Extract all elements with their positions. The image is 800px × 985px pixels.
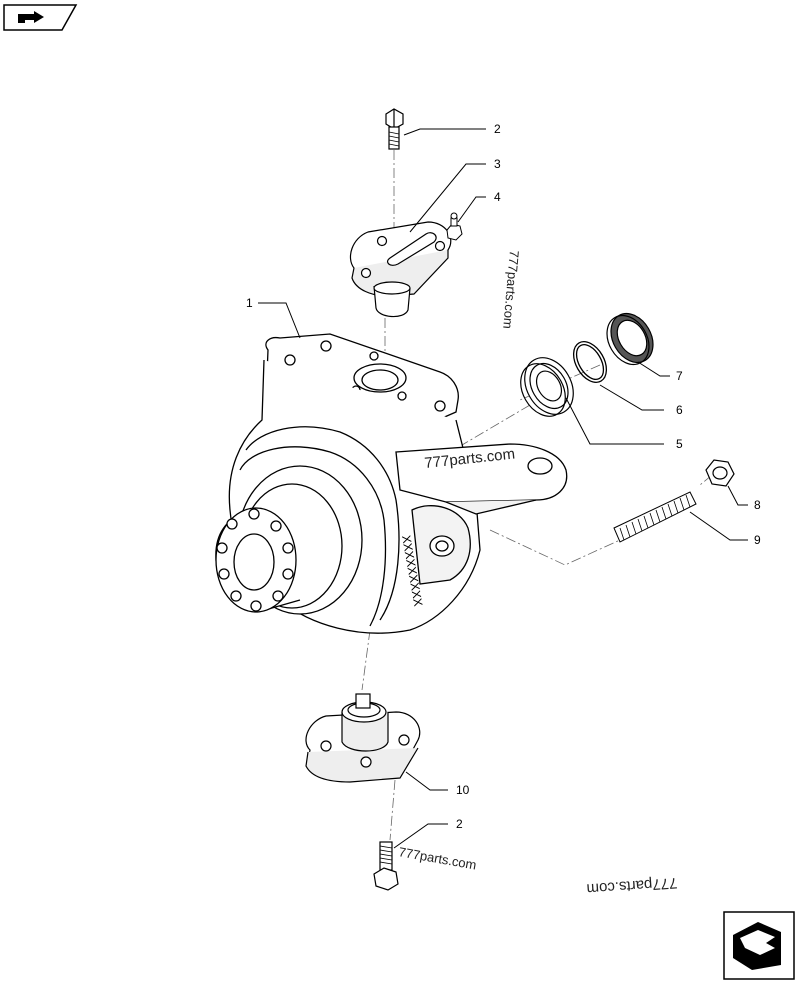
- bearing: [520, 357, 574, 417]
- lower-pivot-flange: [305, 693, 421, 783]
- bolt-top: [385, 108, 404, 150]
- callout-steering-knuckle: 1: [246, 296, 253, 310]
- watermark-upside-down: 777parts.com: [586, 874, 678, 897]
- next-page-icon[interactable]: [723, 911, 795, 980]
- upper-pivot-flange: [349, 221, 452, 318]
- watermark-bottom: 777parts.com: [397, 844, 477, 872]
- callout-bolt-bottom: 2: [456, 817, 463, 831]
- leader-lines: [258, 128, 748, 849]
- callout-bolt-top: 2: [494, 122, 501, 136]
- steering-knuckle: [215, 333, 568, 634]
- nut: [705, 459, 735, 487]
- callout-grease-nipple: 4: [494, 190, 501, 204]
- callout-bearing: 5: [676, 437, 683, 451]
- callout-upper-pivot-flange: 3: [494, 157, 501, 171]
- stud: [613, 491, 697, 543]
- page-back-icon[interactable]: [3, 4, 78, 31]
- callout-nut: 8: [754, 498, 761, 512]
- seal: [606, 312, 654, 366]
- callout-lower-pivot-flange: 10: [456, 783, 470, 797]
- callout-stud: 9: [754, 533, 761, 547]
- callout-seal: 7: [676, 369, 683, 383]
- snap-ring: [572, 341, 608, 383]
- callout-snap-ring: 6: [676, 403, 683, 417]
- bolt-bottom: [373, 841, 399, 891]
- watermark-vertical: 777parts.com: [500, 250, 522, 330]
- grease-nipple: [446, 212, 463, 241]
- callout-labels: 2 3 4 1 5 6 7 8 9 10 2: [246, 122, 761, 831]
